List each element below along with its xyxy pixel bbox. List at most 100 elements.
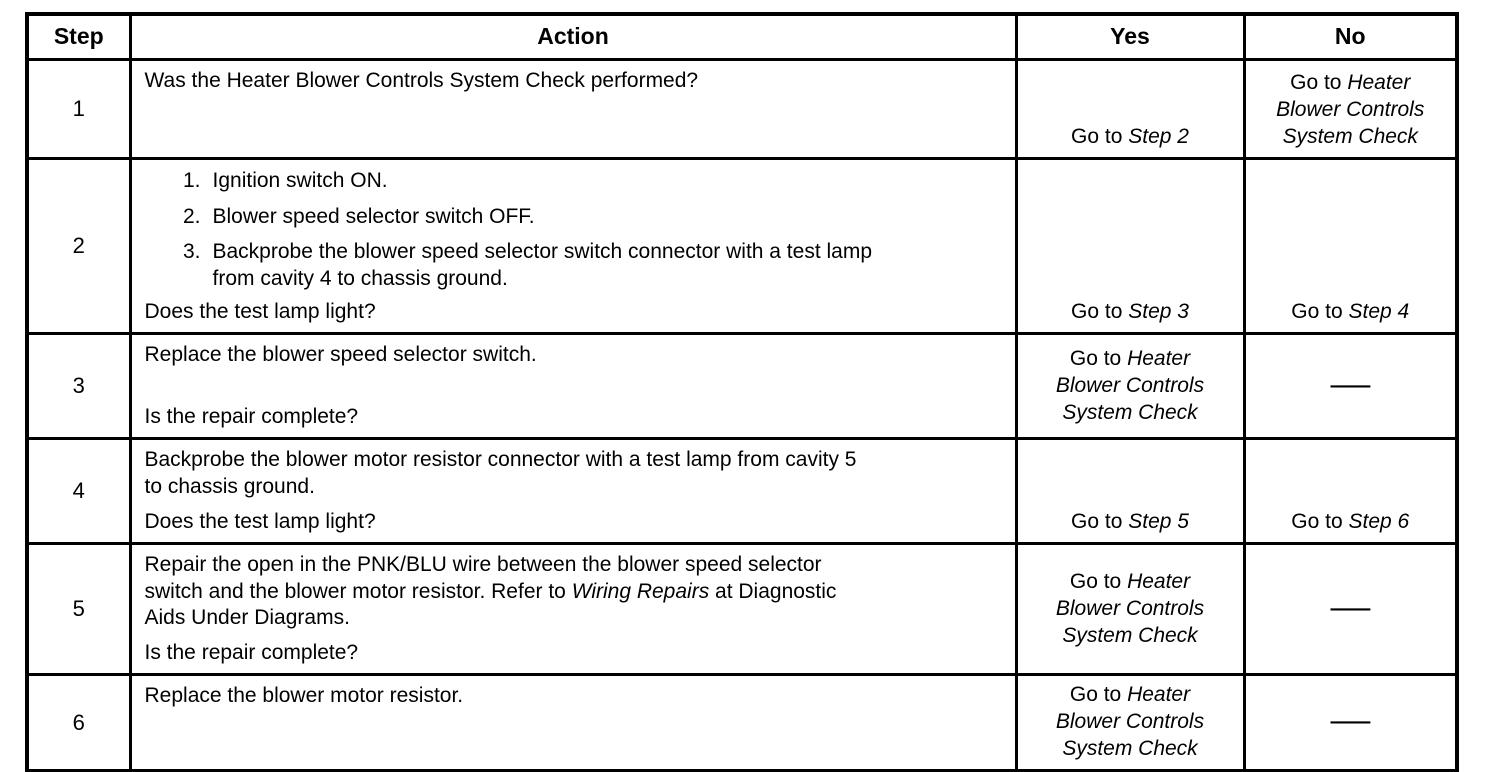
text-segment: Heater [1127, 569, 1191, 593]
table-row: 2 1. Ignition switch ON. 2.Blower speed sel… [25, 157, 1459, 335]
step-number-cell: 4 [25, 437, 132, 545]
yes-content: Go to Step 5 [1019, 442, 1241, 541]
text-line: — [1250, 708, 1452, 735]
text-line: Aids Under Diagrams. [145, 605, 1005, 632]
no-content: — [1247, 337, 1454, 436]
step-number: 5 [72, 596, 85, 621]
numbered-step-item: 1. Ignition switch ON. [145, 168, 1005, 195]
text-segment: Repair the open in the PNK/BLU wire betw… [144, 553, 822, 576]
text-line: Go to Step 3 [1022, 298, 1239, 325]
em-dash: — [1330, 710, 1371, 733]
text-line: — [1250, 372, 1452, 399]
action-paragraph: Replace the blower motor resistor. [145, 683, 1005, 710]
text-line: System Check [1022, 622, 1239, 649]
action-content: Repair the open in the PNK/BLU wire betw… [133, 547, 1013, 672]
text-segment: Blower speed selector switch OFF. [212, 204, 535, 228]
action-content: 1. Ignition switch ON. 2.Blower speed sele… [133, 162, 1013, 331]
text-line: Replace the blower motor resistor. [145, 683, 1005, 710]
text-segment: Go to [1069, 346, 1128, 370]
question-text: Is the repair complete? [144, 640, 359, 664]
text-segment: Step 2 [1128, 125, 1189, 148]
action-cell: Repair the open in the PNK/BLU wire betw… [128, 542, 1018, 676]
text-line: Go to Heater [1022, 681, 1239, 708]
no-content: Go to Step 4 [1247, 162, 1454, 331]
text-segment: Go to [1071, 510, 1129, 533]
step-number-cell: 1 [25, 58, 132, 160]
numbered-step-item: 3. Backprobe the blower speed selector sw… [145, 239, 1005, 292]
text-line: — [1250, 595, 1452, 622]
text-segment: switch and the blower motor resistor. Re… [144, 579, 572, 603]
text-line: System Check [1250, 123, 1452, 150]
text-line: Was the Heater Blower Controls System Ch… [145, 68, 1005, 95]
action-cell: 1. Ignition switch ON. 2.Blower speed sele… [128, 157, 1018, 335]
text-segment: Blower Controls [1055, 596, 1205, 620]
question-text: Is the repair complete? [144, 404, 359, 428]
text-line: System Check [1022, 399, 1239, 426]
no-content: — [1247, 677, 1454, 768]
text-line: Go to Heater [1022, 568, 1239, 595]
text-line: to chassis ground. [145, 474, 1005, 501]
text-line: Go to Step 2 [1022, 123, 1239, 150]
action-content: Was the Heater Blower Controls System Ch… [133, 63, 1013, 156]
text-segment: Wiring Repairs [571, 579, 710, 603]
column-header-no: No [1242, 12, 1459, 61]
text-segment: Go to [1290, 71, 1348, 94]
text-line: Go to Step 5 [1022, 508, 1239, 535]
item-text: Blower speed selector switch OFF. [213, 204, 1005, 231]
action-cell: Replace the blower motor resistor. [128, 673, 1018, 772]
step-number-cell: 3 [25, 332, 132, 440]
numbered-step-item: 2.Blower speed selector switch OFF. [145, 204, 1005, 231]
text-line: switch and the blower motor resistor. Re… [145, 579, 1005, 606]
step-number: 3 [72, 373, 85, 398]
text-segment: System Check [1062, 737, 1198, 760]
table-row: 3 Replace the blower speed selector switc… [25, 332, 1459, 440]
question-text: Does the test lamp light? [144, 509, 376, 533]
step-number-cell: 5 [25, 542, 132, 676]
item-text: Ignition switch ON. [213, 168, 1005, 195]
table-row: 5 Repair the open in the PNK/BLU wire bet… [25, 542, 1459, 676]
item-number: 3. [182, 240, 201, 263]
no-cell: — [1242, 332, 1459, 440]
no-cell: — [1242, 542, 1459, 676]
table-row: 1 Was the Heater Blower Controls System C… [25, 58, 1459, 160]
text-segment: Step 5 [1128, 510, 1189, 533]
yes-cell: Go to Step 3 [1014, 157, 1246, 335]
header-row: Step Action Yes No [25, 12, 1459, 61]
text-segment: Go to [1071, 125, 1129, 148]
text-segment: Aids Under Diagrams. [144, 606, 350, 629]
column-header-action: Action [128, 12, 1018, 61]
step-number: 1 [72, 96, 85, 121]
text-segment: Blower Controls [1055, 710, 1205, 733]
yes-content: Go to Step 3 [1019, 162, 1241, 331]
text-segment: System Check [1062, 400, 1198, 424]
item-number: 1. [182, 169, 201, 192]
text-line: Blower Controls [1022, 595, 1239, 622]
text-segment: Go to [1069, 569, 1128, 593]
column-header-step: Step [25, 12, 132, 61]
text-line: Blower Controls [1250, 96, 1452, 123]
no-cell: Go to Step 6 [1242, 437, 1459, 545]
yes-cell: Go to Step 2 [1014, 58, 1246, 160]
action-paragraph: Backprobe the blower motor resistor conn… [145, 447, 1005, 500]
no-content: — [1247, 547, 1454, 672]
action-paragraph: Replace the blower speed selector switch… [145, 342, 1005, 369]
action-paragraph: Repair the open in the PNK/BLU wire betw… [145, 552, 1005, 632]
no-cell: Go to Step 4 [1242, 157, 1459, 335]
text-segment: Step 6 [1348, 510, 1410, 533]
text-line: Ignition switch ON. [213, 168, 1005, 195]
no-cell: — [1242, 673, 1459, 772]
step-number-cell: 2 [25, 157, 132, 335]
action-cell: Replace the blower speed selector switch… [128, 332, 1018, 440]
text-segment: from cavity 4 to chassis ground. [212, 266, 508, 290]
text-line: Backprobe the blower speed selector swit… [213, 239, 1005, 266]
action-content: Backprobe the blower motor resistor conn… [133, 442, 1013, 541]
text-segment: Blower Controls [1276, 98, 1425, 121]
column-header-yes: Yes [1014, 12, 1246, 61]
